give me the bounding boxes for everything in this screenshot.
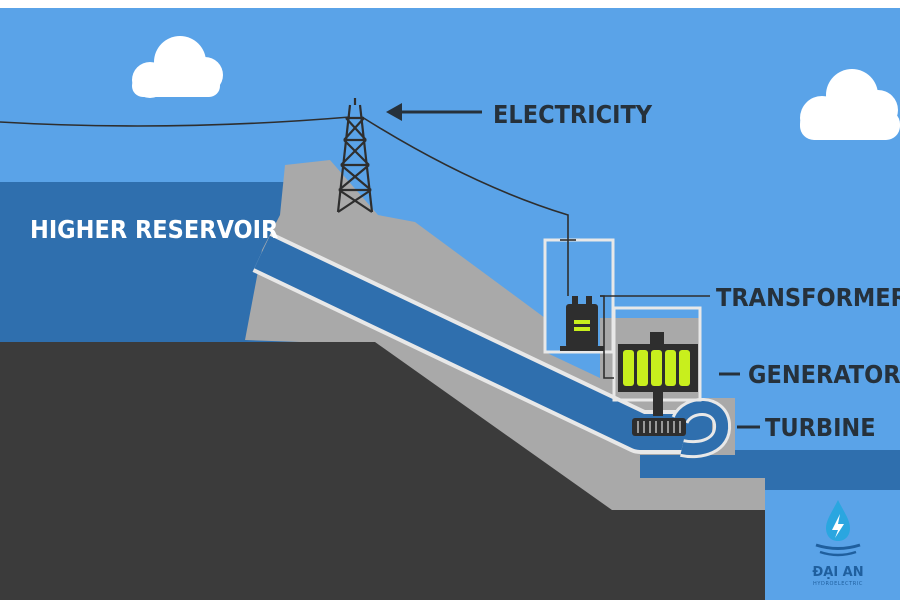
turbine-label: TURBINE	[765, 413, 876, 442]
water-drop-bolt-icon	[815, 500, 861, 557]
logo-name: ĐẠI AN	[812, 565, 863, 580]
company-logo: ĐẠI AN HYDROELECTRIC	[812, 500, 864, 587]
cloud-icon	[132, 36, 223, 98]
cloud-icon	[800, 69, 900, 140]
generator-unit	[618, 332, 698, 416]
transformer-unit	[560, 296, 604, 351]
electricity-label: ELECTRICITY	[493, 100, 653, 129]
transmission-tower-icon	[336, 98, 374, 213]
arrow-left-icon	[386, 103, 482, 121]
reservoir-label: HIGHER RESERVOIR	[30, 215, 278, 244]
outlet-water	[674, 401, 729, 456]
logo-tagline: HYDROELECTRIC	[813, 581, 863, 587]
power-lines	[0, 116, 710, 379]
ground	[0, 342, 765, 600]
top-border	[0, 0, 900, 8]
turbine-unit	[632, 418, 686, 436]
transformer-label: TRANSFORMER	[716, 283, 900, 312]
generator-label: GENERATOR	[748, 360, 900, 389]
